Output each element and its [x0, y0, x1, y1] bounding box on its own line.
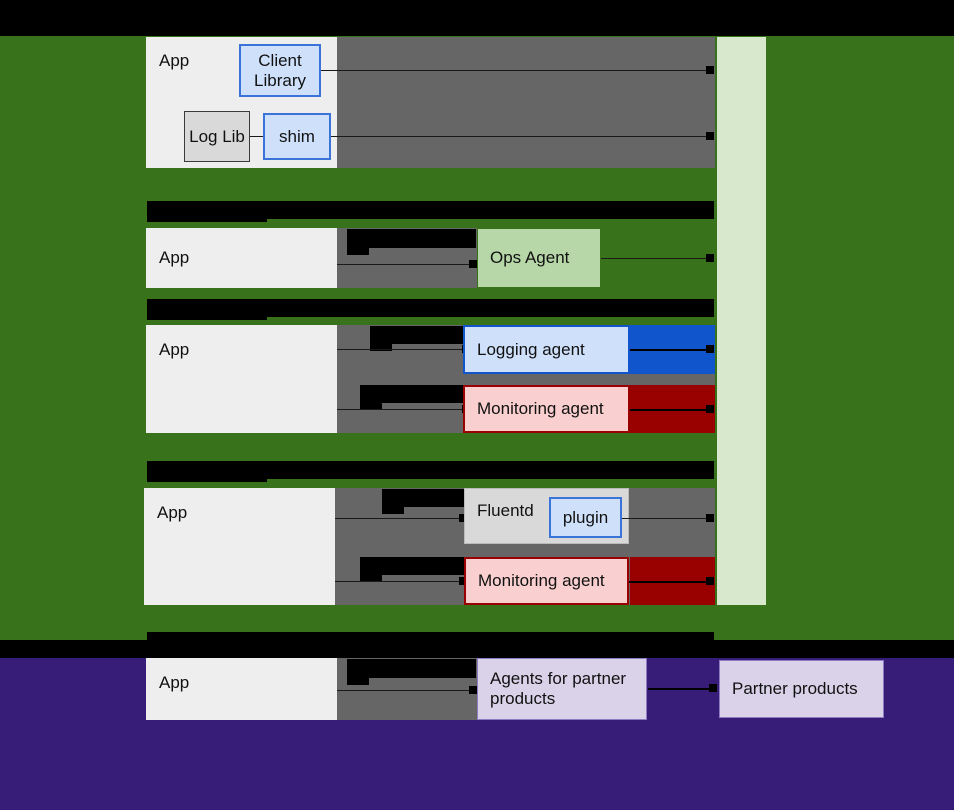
- logging-agent-box[interactable]: Logging agent: [463, 325, 630, 374]
- redaction-inline-row2-descender: [347, 229, 369, 255]
- connector-logging-agent-to-pillar: [630, 349, 709, 351]
- logging-agent-label: Logging agent: [477, 339, 585, 359]
- log-lib-box[interactable]: Log Lib: [184, 111, 250, 162]
- arrowhead-fluentd: [459, 514, 467, 522]
- connector-app-to-ops-agent: [337, 264, 475, 265]
- arrowhead-ops-agent: [706, 254, 714, 262]
- redaction-inline-row4-bottom-descender: [360, 557, 382, 582]
- partner-agents-label: Agents for partner products: [490, 669, 627, 708]
- app-label: App: [159, 248, 190, 268]
- redaction-block-row1: [337, 37, 715, 168]
- redaction-inline-row3-top: [370, 326, 476, 344]
- app-box-row5: App: [146, 658, 337, 720]
- client-library-label: Client Library: [254, 50, 306, 90]
- ops-agent-box[interactable]: Ops Agent: [477, 228, 601, 288]
- redaction-caption-1: [147, 201, 714, 219]
- partner-products-box[interactable]: Partner products: [719, 660, 884, 718]
- redaction-caption-1-descender: [147, 201, 267, 222]
- monitoring-agent-box-row4[interactable]: Monitoring agent: [464, 557, 629, 605]
- connector-app-to-fluentd: [335, 518, 466, 519]
- connector-app-to-monitoring-agent: [337, 409, 468, 410]
- arrowhead-partner-products: [709, 684, 717, 692]
- redaction-caption-2: [147, 299, 714, 317]
- monitoring-agent-box[interactable]: Monitoring agent: [463, 385, 630, 433]
- ops-agent-label: Ops Agent: [490, 248, 570, 268]
- arrowhead-app-to-ops-agent: [469, 260, 477, 268]
- connector-ops-agent-to-pillar: [601, 258, 709, 259]
- monitoring-agent-label: Monitoring agent: [478, 571, 605, 591]
- app-box-row4: App: [144, 488, 335, 605]
- redaction-inline-row4-top: [382, 489, 476, 507]
- redaction-inline-row4-bottom: [360, 557, 476, 575]
- redaction-inline-row5: [347, 659, 476, 678]
- redaction-inline-row3-bottom: [360, 385, 476, 403]
- partner-products-label: Partner products: [732, 679, 858, 699]
- client-library-box[interactable]: Client Library: [239, 44, 321, 97]
- arrowhead-shim: [706, 132, 714, 140]
- connector-monitoring-row4-to-pillar: [629, 581, 709, 583]
- redaction-caption-4: [0, 640, 954, 658]
- arrowhead-client-library: [706, 66, 714, 74]
- app-label: App: [159, 340, 190, 359]
- redaction-caption-3-descender: [147, 461, 267, 482]
- redaction-inline-row3-bottom-descender: [360, 385, 382, 410]
- redaction-inline-row3-top-descender: [370, 326, 392, 351]
- connector-loglib-shim: [250, 136, 263, 137]
- app-box-row3: App: [146, 325, 337, 433]
- arrowhead-plugin-to-pillar: [706, 514, 714, 522]
- arrowhead-logging-to-pillar: [706, 345, 714, 353]
- redaction-inline-row5-descender: [347, 659, 369, 685]
- connector-app-to-logging-agent: [337, 349, 468, 350]
- arrowhead-monitoring-agent-row4: [459, 577, 467, 585]
- app-label: App: [159, 673, 190, 692]
- connector-app-to-partner-agents: [337, 690, 475, 691]
- redaction-caption-4-descender: [147, 632, 714, 640]
- fluentd-plugin-label: plugin: [562, 507, 609, 527]
- connector-plugin-to-pillar: [622, 518, 709, 519]
- redaction-caption-2-descender: [147, 299, 267, 320]
- fluentd-label: Fluentd: [477, 501, 534, 520]
- connector-shim-to-pillar: [331, 136, 709, 137]
- fluentd-plugin-box[interactable]: plugin: [549, 497, 622, 538]
- arrowhead-monitoring-to-pillar: [706, 405, 714, 413]
- app-box-row2: App: [146, 228, 337, 288]
- log-lib-label: Log Lib: [189, 126, 245, 146]
- shim-box[interactable]: shim: [263, 113, 331, 160]
- arrowhead-partner-agents: [469, 686, 477, 694]
- shim-label: shim: [279, 126, 315, 146]
- redaction-inline-row4-top-descender: [382, 489, 404, 514]
- connector-partner-agents-to-products: [648, 688, 712, 690]
- app-label: App: [157, 503, 188, 522]
- connector-monitoring-agent-to-pillar: [630, 409, 709, 411]
- partner-agents-box[interactable]: Agents for partner products: [477, 658, 647, 720]
- cloud-services-pillar: [717, 37, 766, 605]
- monitoring-agent-label: Monitoring agent: [477, 399, 604, 419]
- redaction-caption-3: [147, 461, 714, 479]
- connector-client-library-to-pillar: [321, 70, 709, 71]
- connector-app-to-monitoring-agent-row4: [335, 581, 466, 582]
- redaction-inline-row2: [347, 229, 476, 248]
- app-label: App: [159, 51, 190, 70]
- arrowhead-monitoring-row4-to-pillar: [706, 577, 714, 585]
